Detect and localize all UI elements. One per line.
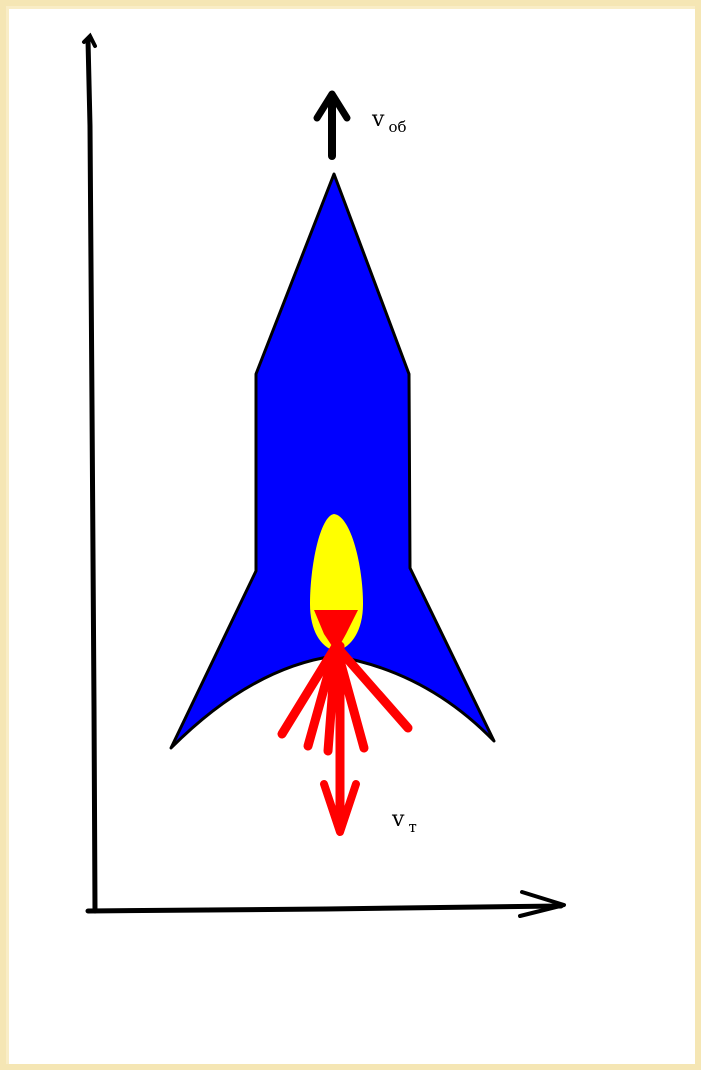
vertical-axis [88, 40, 95, 911]
gas-velocity-label: v т [391, 807, 417, 836]
rocket-velocity-subscript: об [388, 118, 406, 136]
rocket-velocity-arrow [317, 94, 347, 156]
rocket-velocity-symbol: v [371, 107, 385, 132]
rocket-diagram: v об v т [6, 6, 701, 1070]
gas-velocity-symbol: v [391, 807, 405, 832]
horizontal-axis [88, 906, 561, 911]
gas-velocity-subscript: т [408, 818, 416, 836]
rocket-velocity-label: v об [371, 107, 407, 136]
